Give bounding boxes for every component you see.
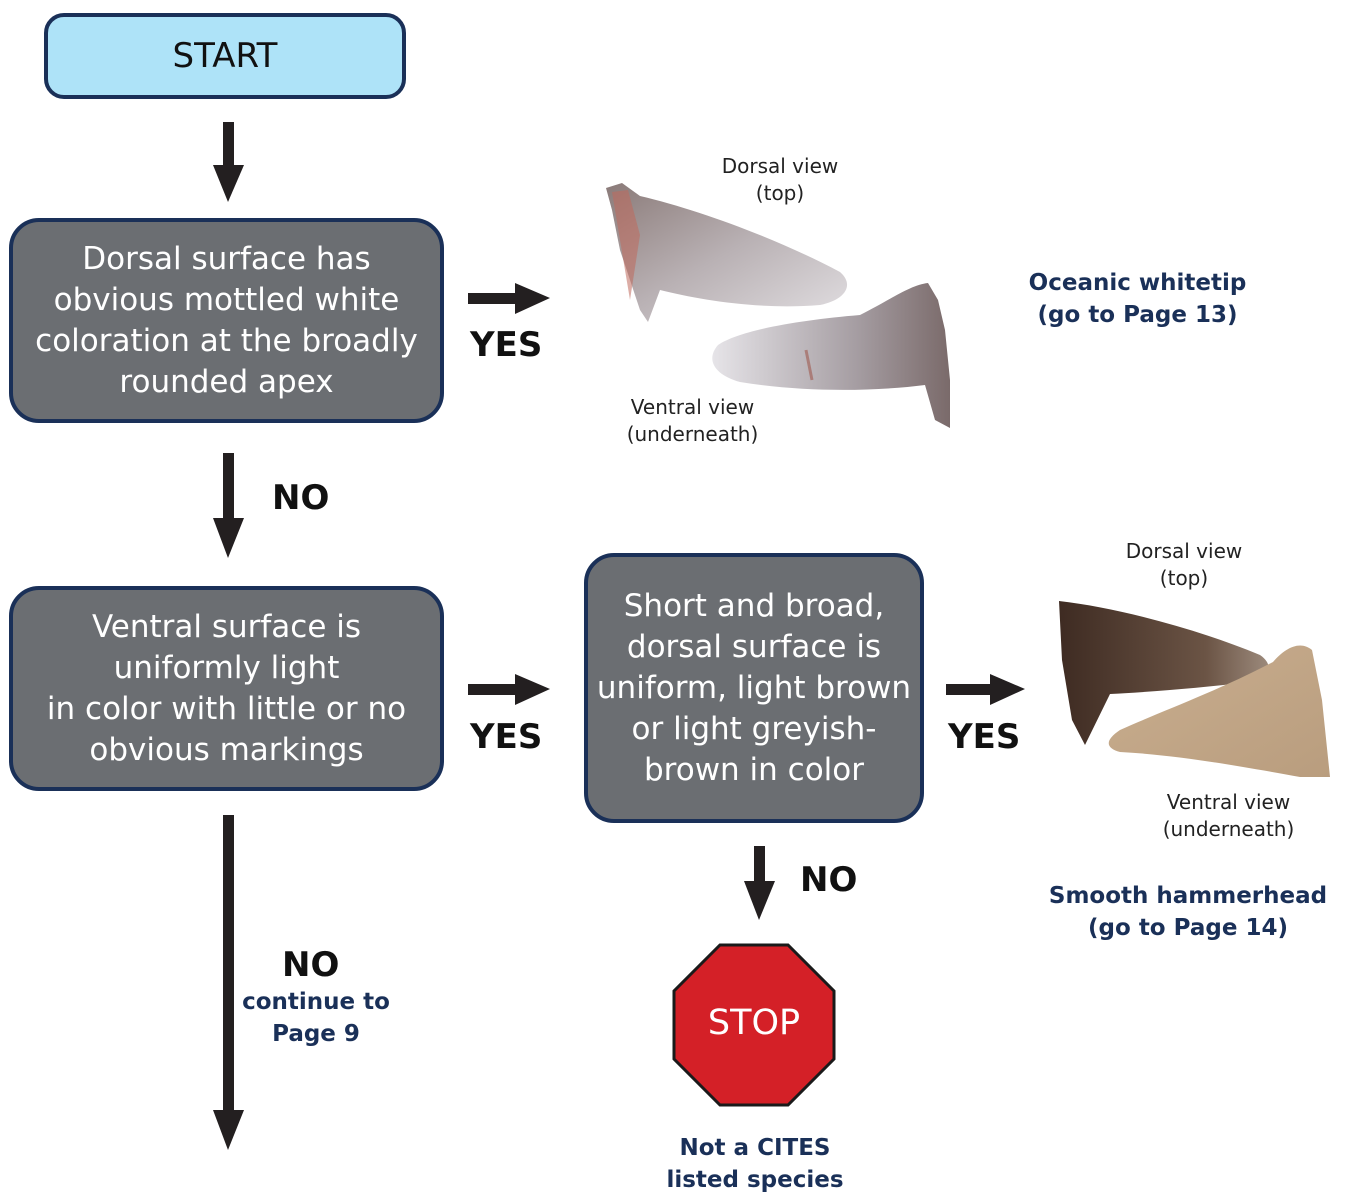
start-label: START xyxy=(172,36,278,76)
sh-ventral-view-caption: Ventral view (underneath) xyxy=(1162,790,1295,841)
question-text: Dorsal surface has obvious mottled white… xyxy=(35,240,418,400)
yes-label-q2: YES xyxy=(470,717,543,757)
no-label-q2: NO xyxy=(282,945,340,985)
arrow-q1-yes xyxy=(468,283,550,314)
smooth-hammerhead-ventral-fin-image xyxy=(1108,645,1330,777)
oceanic-whitetip-ventral-fin-image xyxy=(712,283,950,428)
arrow-q2-yes xyxy=(468,674,550,705)
question-short-broad-fin: Short and broad, dorsal surface is unifo… xyxy=(584,553,924,823)
stop-note: Not a CITES listed species xyxy=(666,1135,844,1193)
result-smooth-hammerhead: Smooth hammerhead (go to Page 14) xyxy=(1048,883,1328,941)
arrow-q1-no xyxy=(213,453,244,558)
arrow-q2-no xyxy=(213,815,244,1150)
start-node: START xyxy=(44,13,406,99)
ow-dorsal-view-caption: Dorsal view (top) xyxy=(721,154,839,205)
question-text: Ventral surface is uniformly light in co… xyxy=(46,608,407,768)
no-label-q3: NO xyxy=(800,860,858,900)
ow-ventral-view-caption: Ventral view (underneath) xyxy=(626,395,759,446)
oceanic-whitetip-dorsal-fin-image xyxy=(606,183,848,322)
stop-sign-icon xyxy=(672,943,836,1107)
yes-label-q1: YES xyxy=(470,325,543,365)
arrow-start-to-q1 xyxy=(213,122,244,202)
continue-note: continue to Page 9 xyxy=(242,989,390,1047)
smooth-hammerhead-dorsal-fin-image xyxy=(1059,601,1269,745)
arrow-q3-no xyxy=(744,846,775,920)
stop-label: STOP xyxy=(707,1003,801,1043)
result-oceanic-whitetip: Oceanic whitetip (go to Page 13) xyxy=(1028,270,1247,328)
no-label-q1: NO xyxy=(272,478,330,518)
arrow-q3-yes xyxy=(946,674,1025,705)
sh-dorsal-view-caption: Dorsal view (top) xyxy=(1125,539,1243,590)
question-text: Short and broad, dorsal surface is unifo… xyxy=(596,587,912,788)
yes-label-q3: YES xyxy=(948,717,1021,757)
question-uniform-ventral-surface: Ventral surface is uniformly light in co… xyxy=(9,586,444,791)
question-mottled-dorsal-surface: Dorsal surface has obvious mottled white… xyxy=(9,218,444,423)
